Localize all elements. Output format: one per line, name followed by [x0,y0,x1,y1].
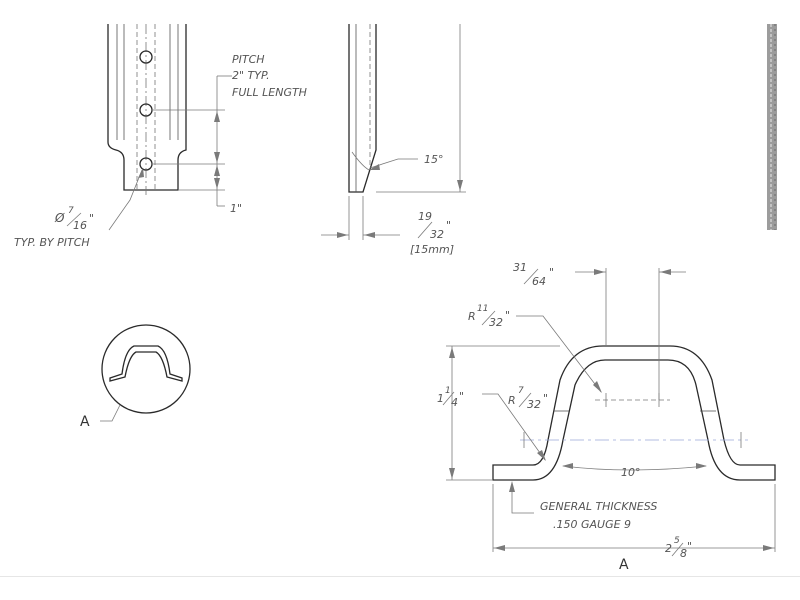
post-edge-render [767,24,777,230]
angle-arrow [369,164,380,170]
thickness-fraction-bar [417,221,433,239]
section-profile-outer [492,345,776,481]
thickness-metric: [15mm] [410,243,454,256]
general-thickness-label: GENERAL THICKNESS [540,500,657,513]
inner-radius-fraction-bar [518,392,532,408]
thk-arrow-right [364,232,375,238]
thickness-unit: " [446,219,451,232]
outer-radius-prefix: R [468,310,476,323]
detail-profile [109,345,183,382]
thickness-note-leader [511,484,534,514]
top-width-arrow-right [660,269,671,275]
width-numerator: 5 [674,536,680,546]
section-callout-leader [100,404,121,422]
outer-radius-unit: " [505,309,510,322]
outer-radius-arrow [593,381,602,393]
detail-circle [101,324,191,414]
hole-diameter-fraction-bar [66,212,82,227]
section-label: A [619,557,629,573]
top-width-arrow-left [594,269,605,275]
top-width-numerator: 31 [513,261,527,274]
outer-radius-fraction-bar [481,310,496,326]
width-whole: 2 [665,542,672,555]
inner-radius-arrow [537,450,546,461]
height-unit: " [459,390,464,403]
post-side-view: 15° 19 32 " [15mm] [321,24,466,256]
hole-leader [108,169,143,231]
hole-diameter-numerator: 7 [68,206,74,216]
inner-radius-unit: " [543,392,548,405]
section-callout-label: A [80,414,90,430]
post-hole-1 [139,50,153,64]
thickness-numerator: 19 [418,210,432,223]
gauge-label: .150 GAUGE 9 [553,518,631,531]
side-angle-label: 10° [621,466,641,479]
page-bottom-border [0,576,800,577]
outer-radius-leader [516,315,602,393]
post-front-view: PITCH 2" TYP. FULL LENGTH 1" Ø 7 16 " TY… [14,24,307,249]
cross-section-a: 31 64 " R 11 32 " 1 1 4 " R 7 32 " 1 [437,261,776,573]
top-width-unit: " [549,266,554,279]
pitch-label: PITCH [232,53,265,66]
hole-diameter-symbol: Ø [54,211,65,225]
width-fraction-bar [671,542,684,557]
inner-radius-leader [482,393,546,461]
side-angle-arc [562,465,707,471]
post-outline [107,24,187,191]
height-whole: 1 [437,392,444,405]
angle-arc [351,151,370,171]
hole-diameter-unit: " [89,212,94,225]
height-denominator: 4 [451,396,458,409]
side-angle-arrow-right [696,463,707,469]
inner-radius-prefix: R [508,394,516,407]
thickness-denominator: 32 [430,228,444,241]
width-denominator: 8 [680,547,687,560]
pitch-typ-label: 2" TYP. [232,69,270,82]
angle-leader [369,158,418,169]
one-inch-arrow-top [214,165,220,176]
typ-by-pitch-label: TYP. BY PITCH [14,236,90,249]
pitch-arrow-bottom [214,152,220,163]
side-length-arrow [457,180,463,191]
height-arrow-bottom [449,468,455,479]
post-hole-2 [139,103,153,117]
outer-radius-denominator: 32 [489,316,503,329]
top-width-fraction-bar [523,268,539,285]
pitch-arrow-top [214,111,220,122]
side-angle-arrow-left [562,463,573,469]
width-unit: " [687,540,692,553]
one-inch-label: 1" [230,202,242,215]
top-width-denominator: 64 [532,275,546,288]
post-hole-3 [139,157,153,171]
thk-arrow-left [337,232,348,238]
full-length-label: FULL LENGTH [232,86,307,99]
hole-diameter-denominator: 16 [73,219,87,232]
height-numerator: 1 [445,386,451,396]
outer-radius-numerator: 11 [477,304,488,314]
height-fraction-bar [442,391,455,406]
width-arrow-right [763,545,774,551]
one-inch-arrow-bottom [214,178,220,189]
angle-label: 15° [424,153,444,166]
inner-radius-numerator: 7 [518,386,524,396]
section-detail-view: A [80,324,191,430]
hole-leader-arrow [138,168,144,178]
width-arrow-left [494,545,505,551]
side-outline [348,24,377,193]
thickness-note-arrow [509,481,515,492]
edge-render-body [767,24,777,230]
inner-radius-denominator: 32 [527,398,541,411]
height-arrow-top [449,347,455,358]
